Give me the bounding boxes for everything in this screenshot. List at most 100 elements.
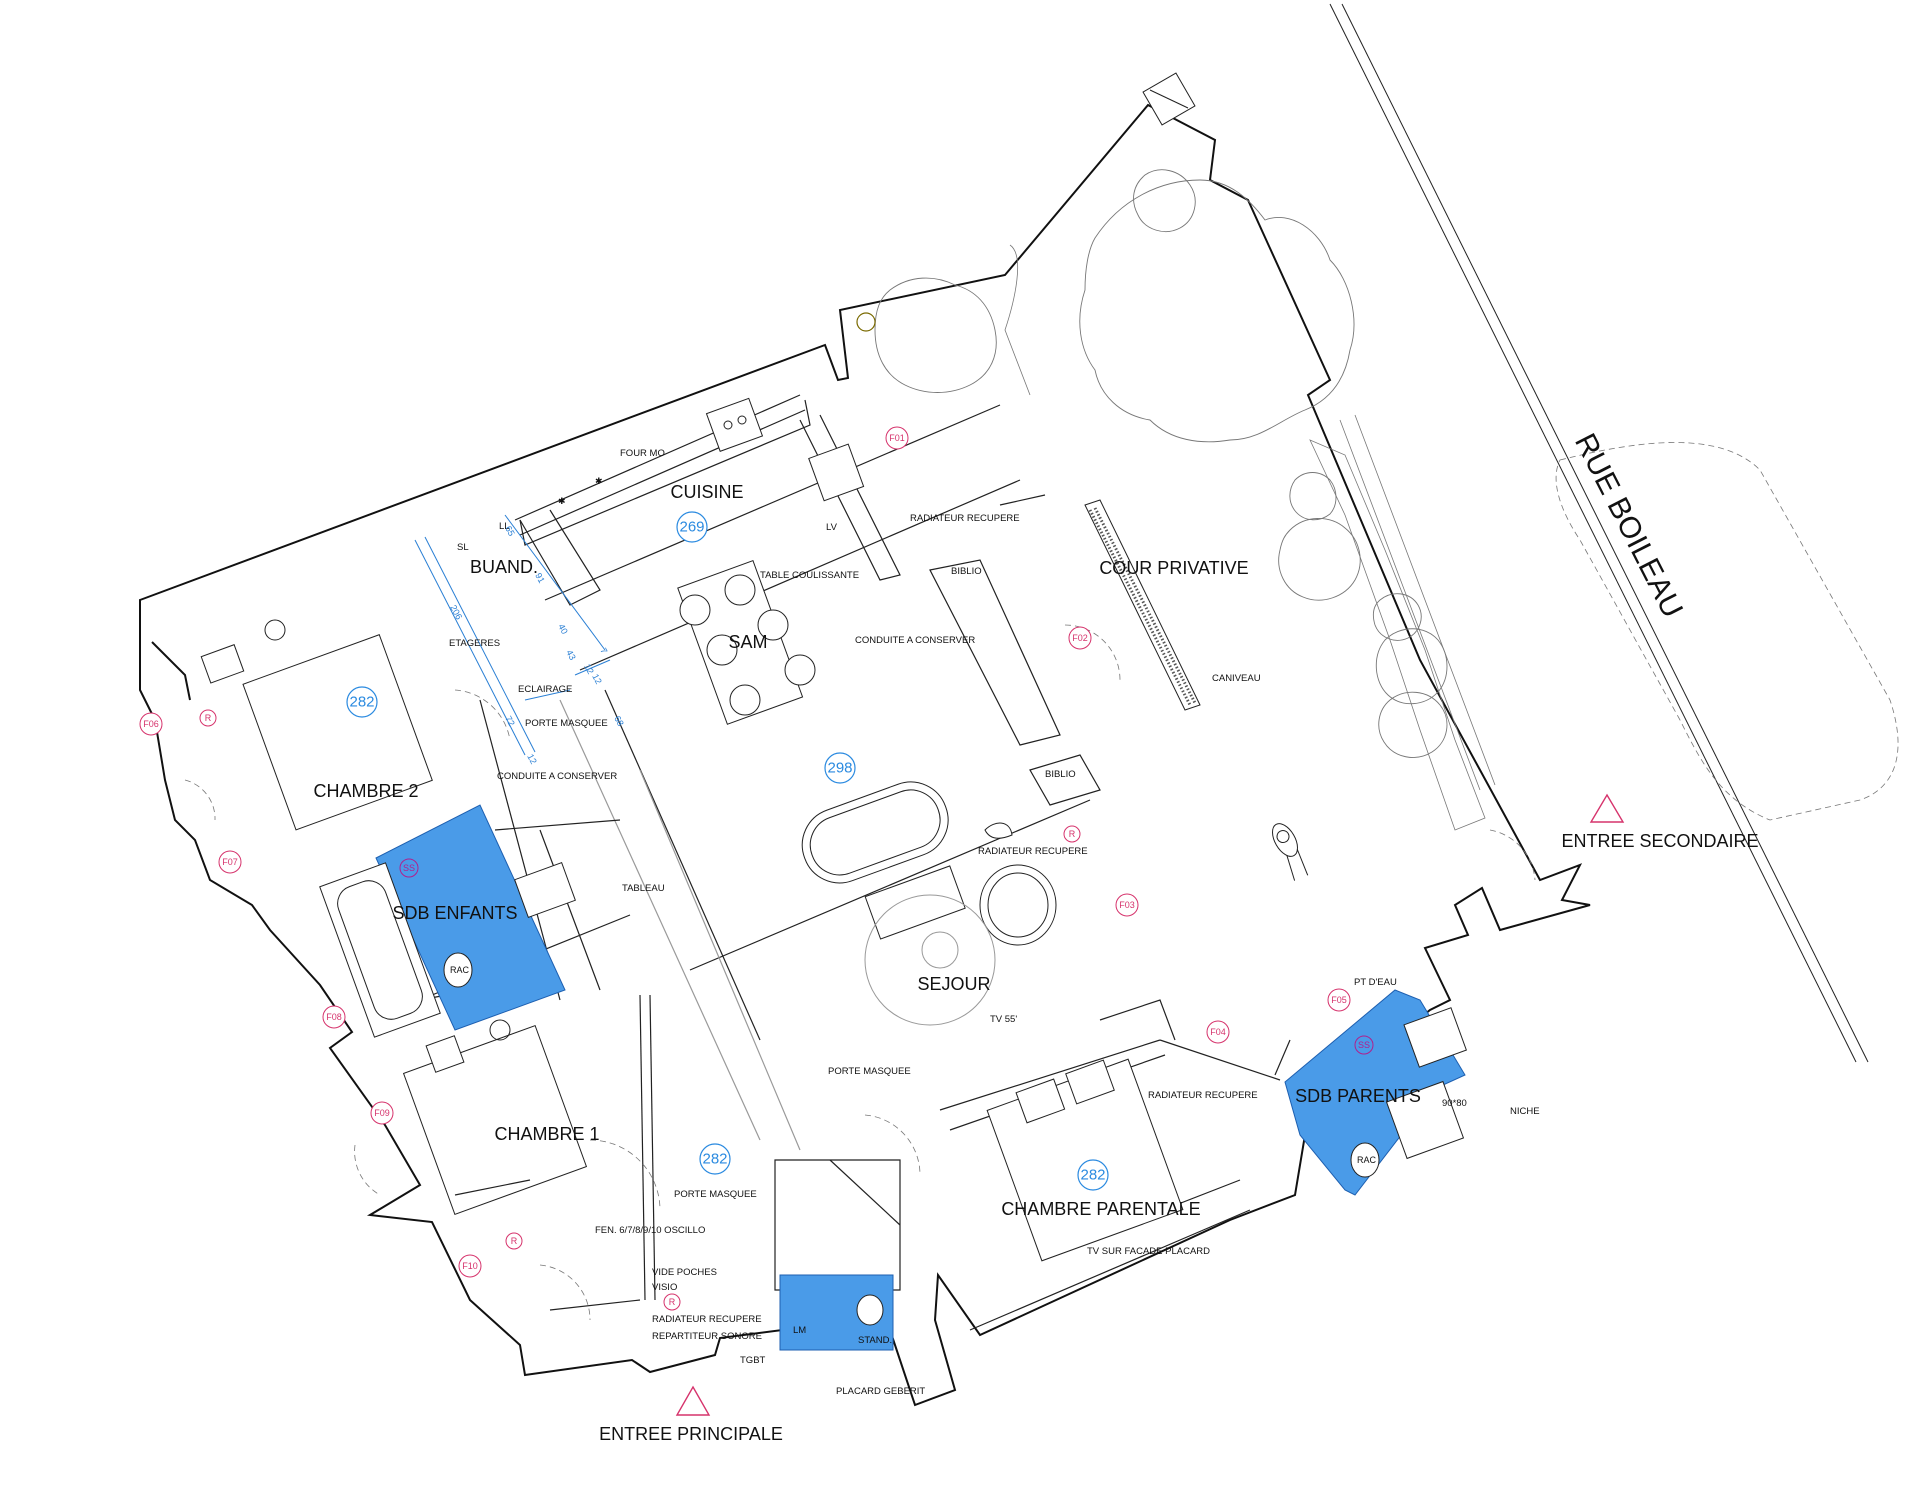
room-label-sdb-parents: SDB PARENTS — [1295, 1086, 1421, 1106]
bedroom-furniture — [200, 619, 588, 1216]
svg-text:R: R — [1069, 829, 1076, 839]
note-vide-poches: VIDE POCHES — [652, 1267, 717, 1278]
ss-markers: SS SS — [399, 858, 1374, 1055]
note-porte-masquee-1: PORTE MASQUEE — [525, 718, 608, 729]
note-biblio-1: BIBLIO — [951, 566, 982, 577]
note-90-80: 90*80 — [1442, 1098, 1467, 1109]
window-f07: F07 — [218, 850, 242, 874]
svg-text:12: 12 — [582, 662, 596, 676]
svg-text:SS: SS — [403, 863, 415, 873]
wet-rooms — [319, 804, 1467, 1351]
ceiling-height-chambre2: 282 — [346, 686, 378, 718]
window-f01: F01 — [885, 426, 909, 450]
room-label-sejour: SEJOUR — [917, 974, 990, 994]
svg-text:298: 298 — [827, 760, 852, 777]
wc-fill — [779, 1274, 894, 1351]
note-radiateur-4: RADIATEUR RECUPERE — [652, 1314, 762, 1325]
note-repartiteur: REPARTITEUR SONORE — [652, 1331, 762, 1342]
svg-text:7: 7 — [598, 646, 609, 655]
note-tv-placard: TV SUR FACADE PLACARD — [1087, 1246, 1210, 1257]
living-furniture — [801, 781, 1057, 1026]
svg-text:F04: F04 — [1210, 1027, 1226, 1037]
note-conduite-2: CONDUITE A CONSERVER — [497, 771, 617, 782]
entrance-secondary: ENTREE SECONDAIRE — [1561, 793, 1759, 851]
caniveau-drain — [1084, 499, 1201, 711]
note-caniveau: CANIVEAU — [1212, 673, 1261, 684]
street-label-group: RUE BOILEAU — [1568, 428, 1689, 623]
window-f09: F09 — [370, 1101, 394, 1125]
svg-text:F03: F03 — [1119, 900, 1135, 910]
svg-text:68: 68 — [612, 714, 626, 728]
svg-text:F07: F07 — [222, 857, 238, 867]
window-f06: F06 — [139, 712, 163, 736]
note-conduite-1: CONDUITE A CONSERVER — [855, 635, 975, 646]
window-f03: F03 — [1115, 893, 1139, 917]
note-table-coulissante: TABLE COULISSANTE — [760, 570, 859, 581]
radiator-marker: R — [505, 1232, 523, 1250]
window-f02: F02 — [1068, 626, 1092, 650]
svg-text:91: 91 — [533, 571, 547, 585]
radiator-markers: R R R R — [199, 709, 1081, 1311]
svg-text:65: 65 — [503, 524, 517, 538]
svg-text:F01: F01 — [889, 433, 905, 443]
parent-bed — [986, 1058, 1184, 1262]
room-label-buanderie: BUAND. — [470, 557, 538, 577]
sdb-enfants-fill — [375, 804, 566, 1031]
radiator-marker: R — [663, 1293, 681, 1311]
room-label-chambre1: CHAMBRE 1 — [494, 1124, 599, 1144]
note-etageres: ETAGERES — [449, 638, 500, 649]
room-label-cuisine: CUISINE — [670, 482, 743, 502]
svg-text:282: 282 — [1080, 1167, 1105, 1184]
ceiling-height-cuisine: 269 — [676, 511, 708, 543]
entrance-main-label: ENTREE PRINCIPALE — [599, 1424, 783, 1444]
room-label-sdb-enfants: SDB ENFANTS — [392, 903, 517, 923]
note-pt-deau: PT D'EAU — [1354, 977, 1397, 988]
garden — [856, 169, 1496, 831]
room-label-chambre-parentale: CHAMBRE PARENTALE — [1001, 1199, 1200, 1219]
chimney — [1142, 72, 1196, 126]
ceiling-height-markers: 269 282 298 282 282 — [346, 511, 1109, 1191]
note-ll: LL — [499, 521, 510, 532]
note-lm: LM — [793, 1325, 806, 1336]
svg-text:40: 40 — [556, 622, 570, 636]
room-label-chambre2: CHAMBRE 2 — [313, 781, 418, 801]
svg-text:R: R — [511, 1236, 518, 1246]
svg-text:269: 269 — [679, 519, 704, 536]
svg-text:F09: F09 — [374, 1108, 390, 1118]
note-tgbt: TGBT — [740, 1355, 766, 1366]
note-niche: NICHE — [1510, 1106, 1540, 1117]
svg-text:RAC: RAC — [1357, 1155, 1377, 1165]
svg-text:F06: F06 — [143, 719, 159, 729]
door-swings — [184, 624, 1536, 1321]
svg-text:12: 12 — [525, 752, 539, 766]
note-radiateur-2: RADIATEUR RECUPERE — [978, 846, 1088, 857]
entrance-main-icon — [675, 1385, 711, 1416]
svg-text:F05: F05 — [1331, 995, 1347, 1005]
note-tv55: TV 55' — [990, 1014, 1017, 1025]
window-f04: F04 — [1206, 1020, 1230, 1044]
note-biblio-2: BIBLIO — [1045, 769, 1076, 780]
svg-text:72: 72 — [503, 714, 517, 728]
svg-text:282: 282 — [349, 694, 374, 711]
svg-text:12: 12 — [590, 672, 604, 686]
entrance-secondary-icon — [1589, 793, 1625, 823]
note-porte-masquee-3: PORTE MASQUEE — [674, 1189, 757, 1200]
street-name: RUE BOILEAU — [1568, 428, 1689, 623]
kitchen-fixtures: ✱ ✱ — [558, 397, 865, 506]
note-four-mo: FOUR MO — [620, 448, 665, 459]
ss-marker-parents: SS — [1354, 1035, 1374, 1055]
ceiling-height-entree: 282 — [699, 1143, 731, 1175]
note-stand: STAND. — [858, 1335, 892, 1346]
exterior-walls — [139, 103, 1591, 1407]
entrance-main: ENTREE PRINCIPALE — [599, 1385, 783, 1444]
ss-marker-enfants: SS — [399, 858, 419, 878]
window-f08: F08 — [322, 1005, 346, 1029]
svg-text:RAC: RAC — [450, 965, 470, 975]
svg-text:SS: SS — [1358, 1040, 1370, 1050]
person-figure — [1272, 823, 1309, 881]
dining-table — [677, 560, 816, 725]
dimension-numbers: 65 91 206 40 43 12 12 7 72 68 12 — [448, 524, 626, 766]
entrance-secondary-label: ENTREE SECONDAIRE — [1561, 831, 1758, 851]
note-placard-geberit: PLACARD GEBERIT — [836, 1386, 925, 1397]
